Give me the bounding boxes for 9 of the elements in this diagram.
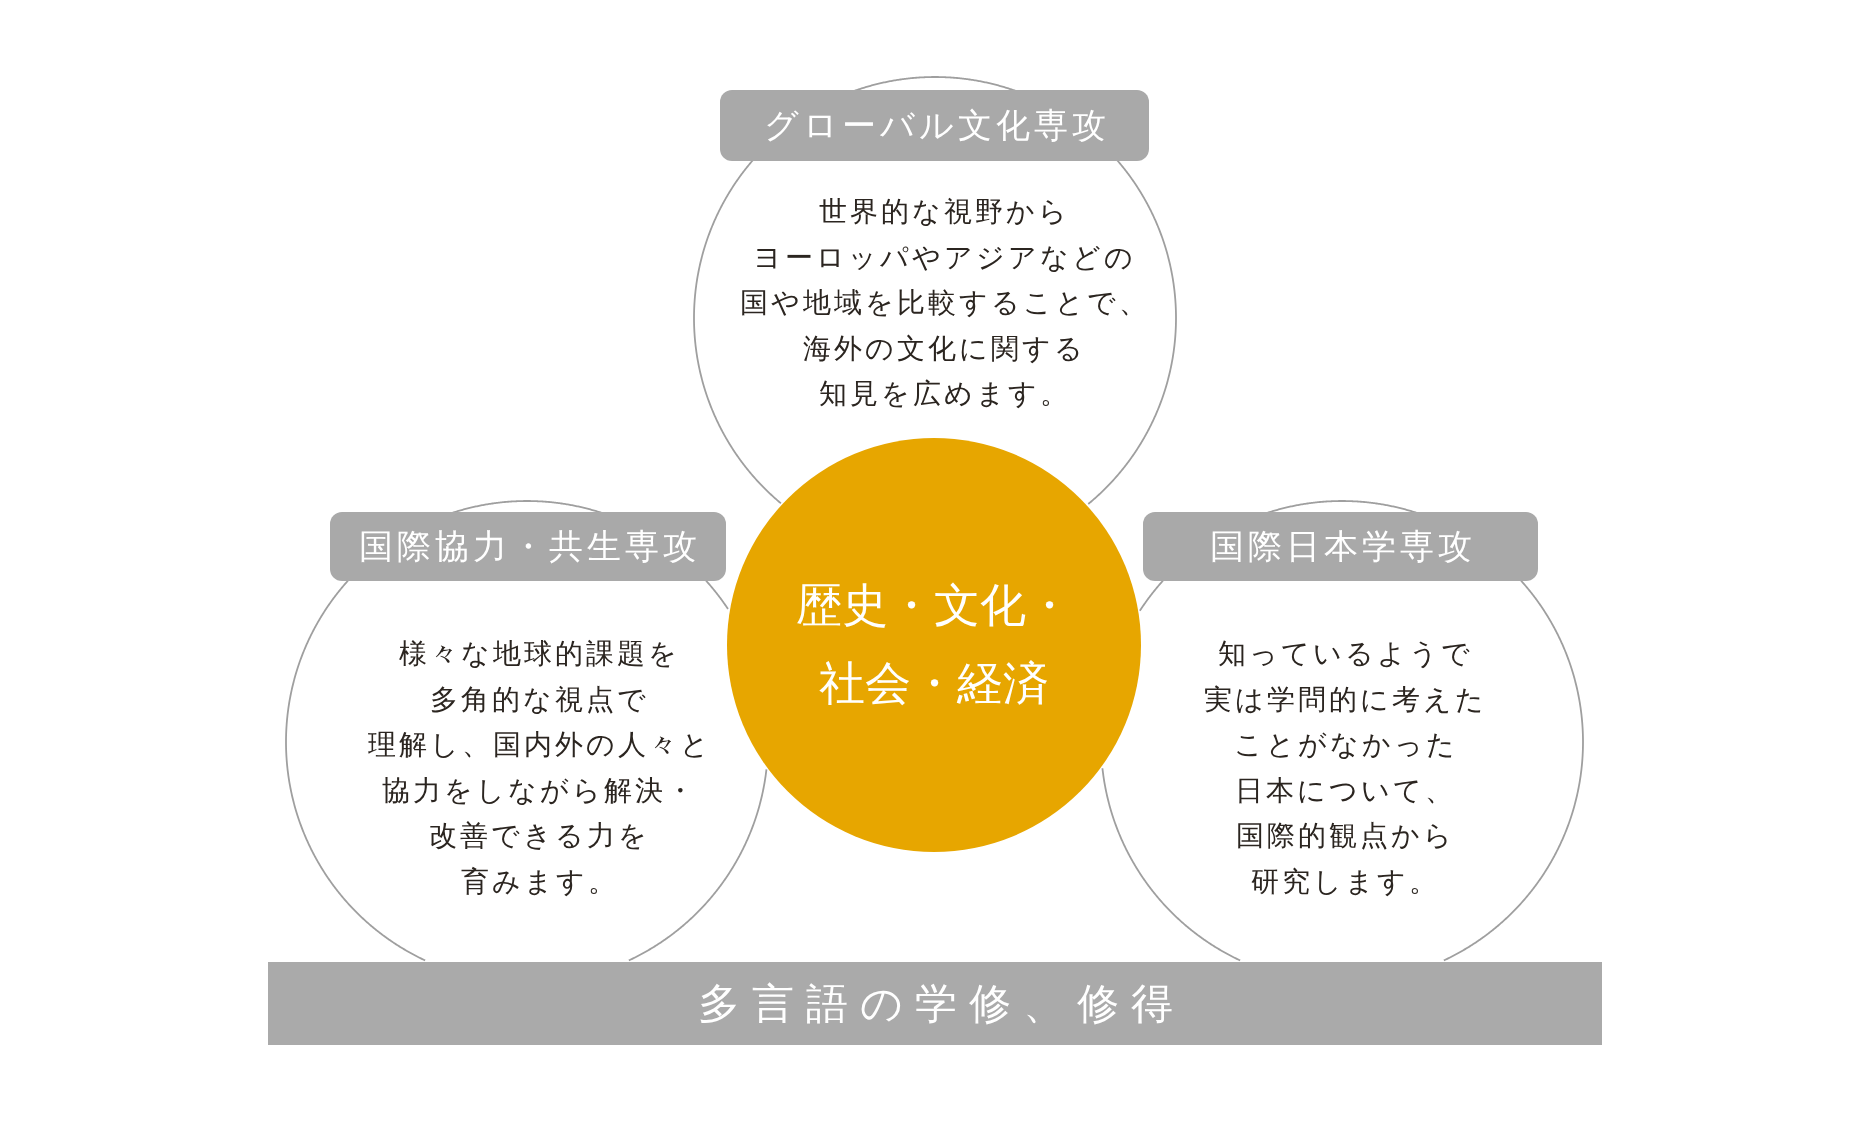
- foundation-band: [268, 962, 1602, 1045]
- band-text: 多言語の学修、修得: [696, 979, 1185, 1029]
- description-text: 知っているようで実は学問的に考えたことがなかった日本について、国際的観点から研究します。: [1203, 637, 1487, 899]
- title-tag: グローバル文化専攻: [720, 90, 1149, 161]
- description-text: 世界的な視野からヨーロッパやアジアなどの国や地域を比較することで、海外の文化に関する知見を広めます。: [738, 195, 1150, 411]
- core-text: 歴史・文化・社会・経済: [796, 579, 1072, 711]
- title-tag: 国際日本学専攻: [1143, 512, 1538, 581]
- description-text: 様々な地球的課題を多角的な視点で理解し、国内外の人々と協力をしながら解決・改善できる力を育みます。: [366, 637, 712, 899]
- title-tag: 国際協力・共生専攻: [330, 512, 726, 581]
